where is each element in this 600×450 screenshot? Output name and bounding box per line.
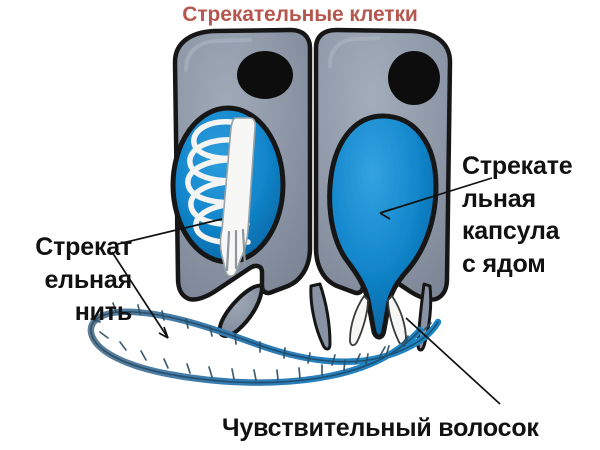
left-cell-nucleus bbox=[237, 51, 293, 99]
thread-base-barbs bbox=[225, 228, 247, 272]
extended-stinging-thread bbox=[87, 302, 442, 386]
right-cell-nucleus bbox=[388, 51, 440, 105]
sensory-hair-left bbox=[309, 282, 332, 351]
label-stinging-capsule-with-venom: Стрекате льная капсула с ядом bbox=[462, 152, 573, 278]
leader-thread-coiled bbox=[117, 218, 223, 245]
leader-capsule-arrow bbox=[379, 208, 393, 220]
leader-lines bbox=[111, 177, 501, 405]
label-sensory-hair: Чувствительный волосок bbox=[222, 414, 539, 442]
leader-thread-extended bbox=[111, 251, 169, 339]
leader-hair bbox=[405, 317, 501, 405]
leader-capsule bbox=[379, 177, 493, 214]
label-stinging-thread: Стрекат ельная нить bbox=[35, 233, 132, 326]
right-capsule-with-venom bbox=[327, 113, 439, 340]
coiled-stinging-thread bbox=[185, 119, 251, 246]
page-title: Стрекательные клетки bbox=[182, 3, 418, 26]
leader-thread-extended-arrow bbox=[158, 326, 169, 339]
